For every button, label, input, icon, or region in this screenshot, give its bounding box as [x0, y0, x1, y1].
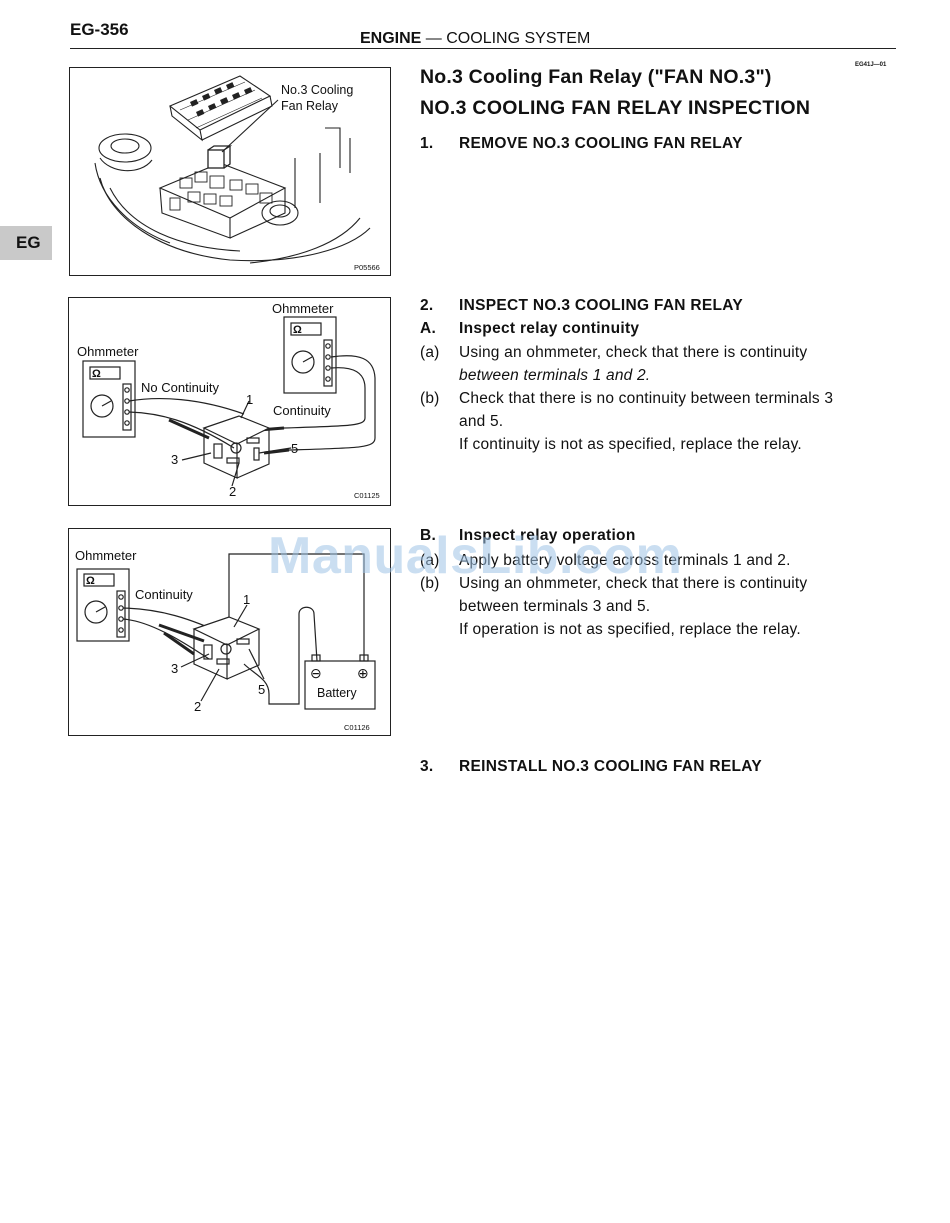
terminal-3-label: 3: [171, 452, 178, 467]
ohm-symbol-right: Ω: [293, 324, 302, 336]
callout-label-line2: Fan Relay: [281, 99, 339, 113]
figure-code: C01125: [354, 491, 380, 500]
item-line2: between terminals 3 and 5.: [459, 598, 651, 615]
battery-label: Battery: [317, 686, 357, 700]
item-2a: (a) Using an ohmmeter, check that there …: [420, 341, 900, 387]
substep-text: Inspect relay continuity: [459, 320, 640, 337]
meter-right-label: Ohmmeter: [272, 301, 334, 316]
section-title: ENGINE: [360, 30, 422, 47]
item-number: (a): [420, 552, 440, 569]
step-3: 3. REINSTALL NO.3 COOLING FAN RELAY: [420, 758, 890, 780]
continuity-diagram: Ω Ω Ohmmeter Ohmmeter No Continuity Cont…: [77, 301, 380, 500]
figure-code: C01126: [344, 723, 370, 732]
figure-code: P05566: [354, 263, 380, 272]
item-number: (a): [420, 344, 440, 361]
substep-text: Inspect relay operation: [459, 527, 636, 544]
no-continuity-label: No Continuity: [141, 380, 220, 395]
subsection-title: COOLING SYSTEM: [446, 30, 591, 47]
terminal-5-label: 5: [258, 682, 265, 697]
meter-left-label: Ohmmeter: [77, 344, 139, 359]
item-Bb: (b) Using an ohmmeter, check that there …: [420, 572, 900, 618]
item-text: Apply battery voltage across terminals 1…: [459, 552, 791, 569]
item-line1: Using an ohmmeter, check that there is c…: [459, 344, 808, 361]
ohm-symbol: Ω: [86, 575, 95, 587]
inspection-heading: NO.3 COOLING FAN RELAY INSPECTION: [420, 97, 811, 119]
item-line2: and 5.: [459, 413, 504, 430]
item-number: (b): [420, 575, 440, 592]
section-header: ENGINE — COOLING SYSTEM: [360, 30, 590, 48]
terminal-2-label: 2: [194, 699, 201, 714]
watermark: ManualsLib.com: [268, 527, 683, 585]
battery-positive-symbol: ⊕: [357, 665, 369, 681]
terminal-1-label: 1: [243, 592, 250, 607]
substep-number: A.: [420, 320, 437, 337]
figure-operation-check: Ω Ohmmeter Continuity 1 2 3 5 ⊖ ⊕ Batter…: [68, 528, 391, 736]
continuity-label: Continuity: [273, 403, 331, 418]
item-line1: Using an ohmmeter, check that there is c…: [459, 575, 808, 592]
doc-code: EG41J—01: [855, 62, 887, 68]
step-1: 1. REMOVE NO.3 COOLING FAN RELAY: [420, 135, 890, 157]
step-text: INSPECT NO.3 COOLING FAN RELAY: [459, 297, 744, 314]
item-2b: (b) Check that there is no continuity be…: [420, 387, 900, 433]
step-2: 2. INSPECT NO.3 COOLING FAN RELAY: [420, 297, 890, 319]
meter-label: Ohmmeter: [75, 548, 137, 563]
page-number: EG-356: [70, 20, 129, 39]
step-text: REINSTALL NO.3 COOLING FAN RELAY: [459, 758, 762, 775]
substep-a: A. Inspect relay continuity: [420, 320, 890, 342]
terminal-5-label: 5: [291, 441, 298, 456]
item-Ba: (a) Apply battery voltage across termina…: [420, 549, 900, 572]
side-tab: EG: [0, 226, 52, 260]
continuity-label: Continuity: [135, 587, 193, 602]
ohm-symbol-left: Ω: [92, 368, 101, 380]
item-line2: between terminals 1 and 2.: [459, 367, 651, 384]
substep-b: B. Inspect relay operation: [420, 527, 890, 549]
step-number: 3.: [420, 758, 434, 775]
battery-negative-symbol: ⊖: [310, 665, 322, 681]
section-heading: No.3 Cooling Fan Relay ("FAN NO.3"): [420, 66, 772, 88]
operation-diagram: Ω Ohmmeter Continuity 1 2 3 5 ⊖ ⊕ Batter…: [75, 548, 376, 732]
callout-label-line1: No.3 Cooling: [281, 83, 353, 97]
substep-number: B.: [420, 527, 437, 544]
header-separator: —: [425, 30, 442, 47]
item-line1: Check that there is no continuity betwee…: [459, 390, 834, 407]
step-number: 1.: [420, 135, 434, 152]
note-continuity: If continuity is not as specified, repla…: [459, 436, 802, 453]
terminal-2-label: 2: [229, 484, 236, 499]
item-number: (b): [420, 390, 440, 407]
step-number: 2.: [420, 297, 434, 314]
engine-compartment-illustration: No.3 Cooling Fan Relay P05566: [94, 75, 380, 272]
step-text: REMOVE NO.3 COOLING FAN RELAY: [459, 135, 743, 152]
terminal-1-label: 1: [246, 392, 253, 407]
header-rule: [70, 48, 896, 49]
note-operation: If operation is not as specified, replac…: [459, 621, 801, 638]
terminal-3-label: 3: [171, 661, 178, 676]
figure-continuity-check: Ω Ω Ohmmeter Ohmmeter No Continuity Cont…: [68, 297, 391, 506]
figure-relay-location: No.3 Cooling Fan Relay P05566: [69, 67, 391, 276]
side-tab-label: EG: [16, 233, 41, 252]
